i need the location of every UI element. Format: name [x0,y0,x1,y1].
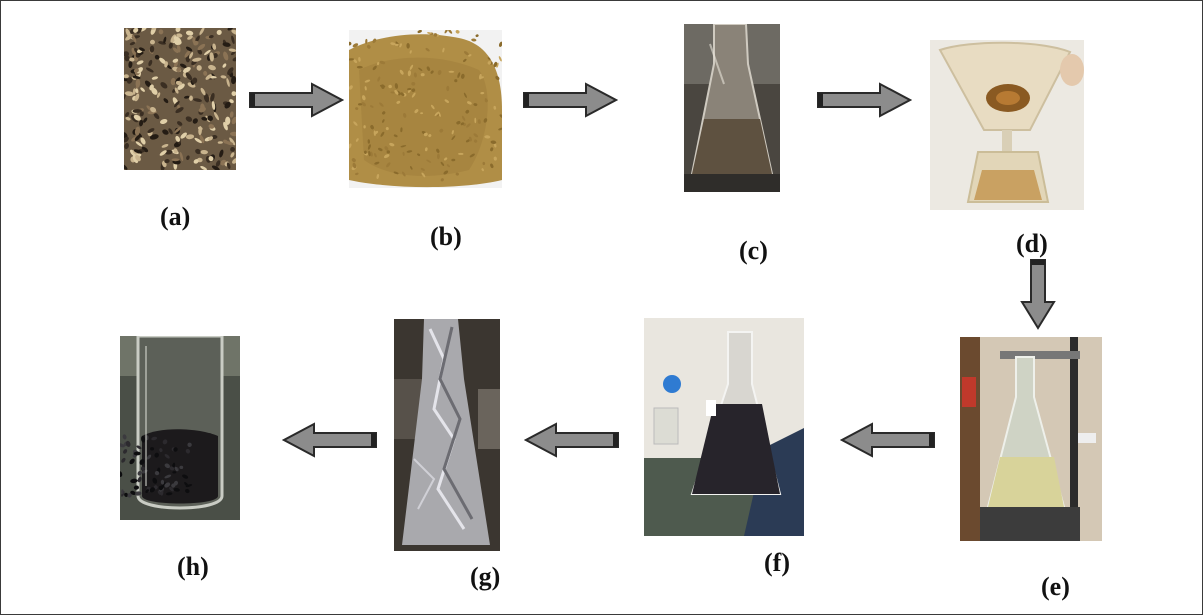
label-b: (b) [430,222,462,251]
photo-e-stirring-flask [960,337,1102,541]
arrow-left-gh [282,422,378,458]
photo-c-flask-suspension [684,24,780,192]
arrow-right-bc [522,82,618,118]
arrow-left-ef [840,422,936,458]
photo-g-foil-wrapped-flask [394,319,500,551]
photo-f-dark-extract-flask [644,318,804,536]
label-c: (c) [739,236,768,265]
arrow-down-de [1020,258,1056,330]
arrow-right-ab [248,82,344,118]
label-a: (a) [160,202,191,231]
label-h: (h) [177,552,209,581]
label-f: (f) [764,548,790,577]
arrow-left-fg [524,422,620,458]
photo-d-filtration [930,40,1084,210]
photo-a-seeds [124,28,236,170]
label-e: (e) [1041,572,1070,601]
arrow-right-cd [816,82,912,118]
photo-h-dried-residue-tube [120,336,240,520]
label-g: (g) [470,562,501,591]
label-d: (d) [1016,229,1048,258]
photo-b-powder [349,30,502,188]
